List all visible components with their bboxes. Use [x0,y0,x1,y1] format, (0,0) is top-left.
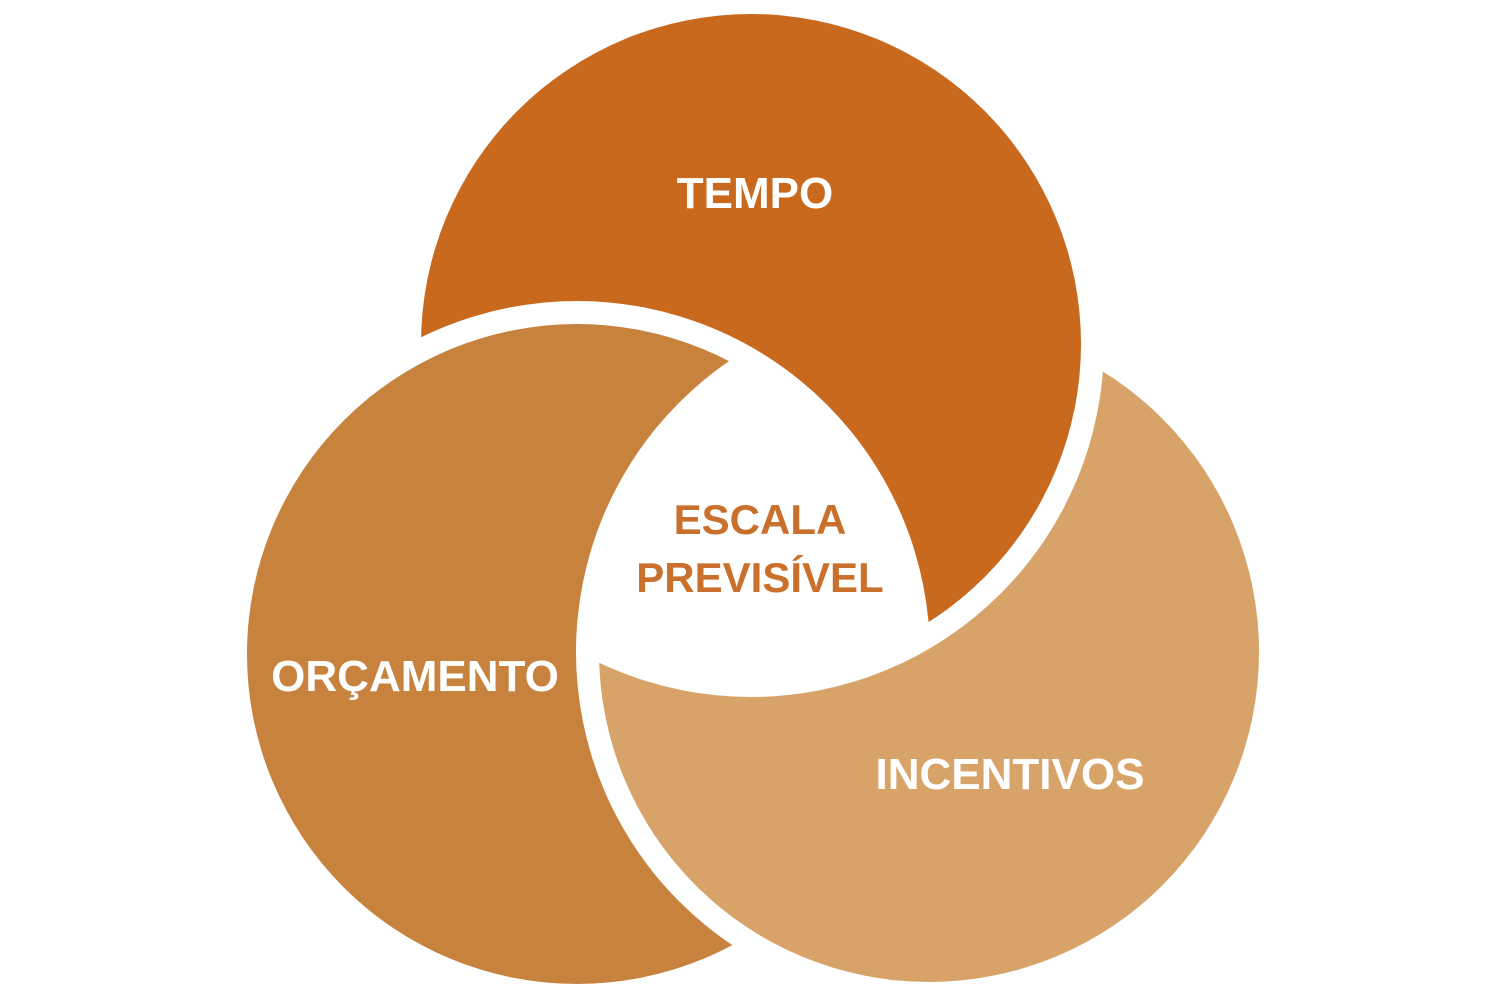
tempo-label: TEMPO [676,169,834,218]
center-label: ESCALA PREVISÍVEL [560,491,960,607]
orcamento-label: ORÇAMENTO [271,652,559,701]
center-label-line2: PREVISÍVEL [636,554,884,601]
incentivos-label: INCENTIVOS [875,750,1145,799]
center-label-line1: ESCALA [673,496,847,543]
incentivos-circle [599,322,1259,982]
